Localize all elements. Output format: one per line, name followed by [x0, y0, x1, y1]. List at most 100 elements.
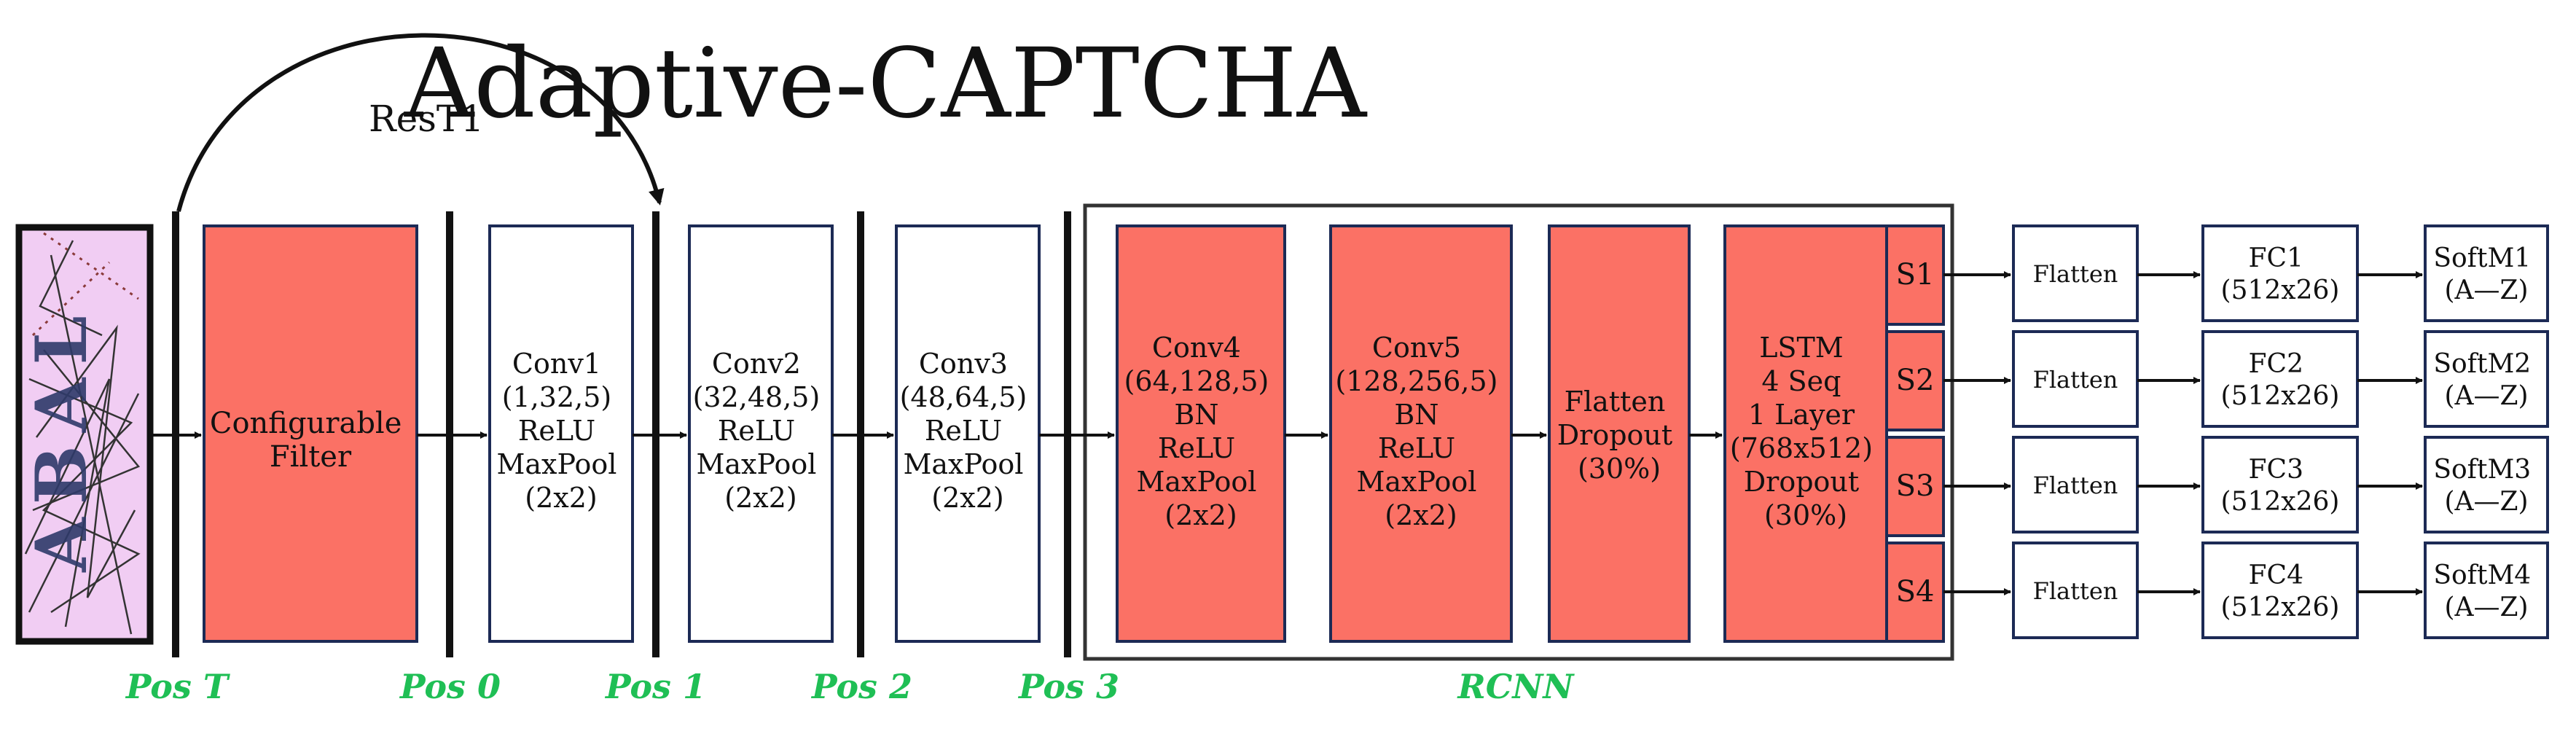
svg-text:Configurable Filter: Configurable Filter [210, 407, 411, 474]
fc2-box [2201, 330, 2359, 428]
softm3-line-1: SoftM3 [2433, 455, 2531, 485]
split-boxes: S1 S2 S3 S4 [1885, 224, 1945, 643]
flatten-dropout-line-1: Flatten [1565, 386, 1666, 418]
fc2-line-2: (512x26) [2221, 381, 2340, 411]
lstm-line-5: Dropout [1744, 466, 1859, 498]
lstm-box: LSTM 4 Seq 1 Layer (768x512) Dropout (30… [1723, 224, 1888, 643]
rcnn-group-frame [1083, 203, 1954, 661]
conv2-line-1: Conv2 [712, 348, 801, 380]
pos-2-label: Pos 2 [810, 667, 912, 706]
conv2-line-2: (32,48,5) [693, 381, 821, 413]
conv1-line-1: Conv1 [512, 348, 601, 380]
captcha-text: ABAL [20, 302, 103, 573]
filter-box: Configurable Filter [203, 224, 418, 643]
head-2: Flatten FC2 (512x26) SoftM2 (A—Z) [1943, 330, 2549, 428]
svg-text:Conv1 (1,32,5) ReL: Conv1 (1,32,5) ReLU MaxPool (2x2) [496, 348, 625, 514]
svg-text:FC1 (512x26): FC1 (512x26) [2221, 243, 2340, 305]
conv4-line-4: ReLU [1158, 432, 1235, 464]
fc3-line-1: FC3 [2249, 455, 2303, 485]
conv3-box: Conv3 (48,64,5) ReLU MaxPool (2x2) [895, 224, 1041, 643]
svg-text:Flatten Dropout (3: Flatten Dropout (30%) [1557, 386, 1682, 485]
svg-text:SoftM1 (A—Z): SoftM1 (A—Z) [2433, 243, 2539, 305]
svg-text:Conv2 (32,48,5) Re: Conv2 (32,48,5) ReLU MaxPool (2x2) [693, 348, 829, 514]
conv2-line-4: MaxPool [696, 448, 816, 480]
lstm-line-3: 1 Layer [1748, 399, 1855, 431]
softm2-line-2: (A—Z) [2444, 381, 2528, 411]
conv4-line-5: MaxPool [1136, 466, 1256, 498]
svg-text:FC3 (512x26): FC3 (512x26) [2221, 455, 2340, 517]
conv1-line-4: MaxPool [496, 448, 616, 480]
flatten-box-2-label: Flatten [2033, 366, 2118, 394]
output-heads: Flatten FC1 (512x26) SoftM1 (A—Z) Flatte… [1943, 224, 2549, 639]
conv2-line-5: (2x2) [724, 482, 796, 514]
conv5-box: Conv5 (128,256,5) BN ReLU MaxPool (2x2) [1329, 224, 1513, 643]
split-s2: S2 [1885, 330, 1945, 431]
svg-text:SoftM4 (A—Z): SoftM4 (A—Z) [2433, 560, 2539, 622]
flatten-box-4-label: Flatten [2033, 577, 2118, 605]
fc4-line-2: (512x26) [2221, 593, 2340, 622]
split-s4: S4 [1885, 542, 1945, 643]
fc3-line-2: (512x26) [2221, 487, 2340, 517]
softm4-line-1: SoftM4 [2433, 560, 2531, 590]
diagram-title: Adaptive-CAPTCHA [404, 28, 1368, 140]
pos-3-label: Pos 3 [1017, 667, 1119, 706]
conv3-line-5: (2x2) [931, 482, 1003, 514]
fc1-line-1: FC1 [2249, 243, 2303, 273]
split-s3-label: S3 [1896, 469, 1935, 503]
filter-label-2: Filter [270, 440, 352, 474]
svg-text:FC2 (512x26): FC2 (512x26) [2221, 349, 2340, 411]
head-3: Flatten FC3 (512x26) SoftM3 (A—Z) [1943, 436, 2549, 533]
softm3-line-2: (A—Z) [2444, 487, 2528, 517]
softm3-box [2424, 436, 2549, 533]
split-s1: S1 [1885, 224, 1945, 326]
conv5-line-4: ReLU [1378, 432, 1455, 464]
conv4-line-3: BN [1174, 399, 1218, 431]
conv3-line-4: MaxPool [903, 448, 1023, 480]
fc4-line-1: FC4 [2249, 560, 2303, 590]
skip-connection-arc [176, 33, 665, 212]
softm2-box [2424, 330, 2549, 428]
lstm-line-1: LSTM [1759, 332, 1844, 364]
captcha-input-image: ABAL [15, 224, 154, 645]
pos-1-label: Pos 1 [604, 667, 706, 706]
pos-0-label: Pos 0 [399, 667, 501, 706]
softm4-line-2: (A—Z) [2444, 593, 2528, 622]
skip-connection-label: ResT1 [369, 98, 484, 140]
conv4-line-6: (2x2) [1164, 499, 1237, 531]
conv1-box: Conv1 (1,32,5) ReLU MaxPool (2x2) [488, 224, 634, 643]
lstm-line-6: (30%) [1764, 499, 1847, 531]
lstm-line-4: (768x512) [1730, 432, 1873, 464]
flatten-box-1-label: Flatten [2033, 260, 2118, 288]
softm1-box [2424, 224, 2549, 322]
rcnn-label: RCNN [1457, 667, 1575, 706]
conv5-line-6: (2x2) [1385, 499, 1457, 531]
softm4-box [2424, 542, 2549, 639]
conv4-line-2: (64,128,5) [1124, 365, 1269, 397]
svg-text:Conv3 (48,64,5) Re: Conv3 (48,64,5) ReLU MaxPool (2x2) [900, 348, 1036, 514]
split-s2-label: S2 [1896, 364, 1935, 397]
flatten-box-3 [2012, 436, 2139, 533]
softm2-line-1: SoftM2 [2433, 349, 2531, 379]
svg-text:SoftM3 (A—Z): SoftM3 (A—Z) [2433, 455, 2539, 517]
flatten-box-1 [2012, 224, 2139, 322]
flatten-dropout-line-2: Dropout [1557, 419, 1672, 451]
svg-text:Conv5 (128,256,5): Conv5 (128,256,5) BN ReLU MaxPool (2x2) [1335, 332, 1506, 531]
lstm-line-2: 4 Seq [1761, 365, 1841, 397]
split-s1-label: S1 [1896, 258, 1935, 292]
conv4-box: Conv4 (64,128,5) BN ReLU MaxPool (2x2) [1116, 224, 1286, 643]
conv2-box: Conv2 (32,48,5) ReLU MaxPool (2x2) [688, 224, 834, 643]
flatten-dropout-line-3: (30%) [1578, 453, 1661, 485]
softm1-line-1: SoftM1 [2433, 243, 2531, 273]
conv5-line-3: BN [1394, 399, 1438, 431]
flatten-box-2 [2012, 330, 2139, 428]
split-s4-label: S4 [1896, 575, 1935, 609]
split-s3: S3 [1885, 436, 1945, 537]
head-1: Flatten FC1 (512x26) SoftM1 (A—Z) [1943, 224, 2549, 322]
fc2-line-1: FC2 [2249, 349, 2303, 379]
conv1-line-3: ReLU [518, 415, 595, 447]
conv1-line-2: (1,32,5) [502, 381, 612, 413]
pos-t-label: Pos T [125, 667, 231, 706]
head-4: Flatten FC4 (512x26) SoftM4 (A—Z) [1943, 542, 2549, 639]
filter-label-1: Configurable [210, 407, 402, 440]
